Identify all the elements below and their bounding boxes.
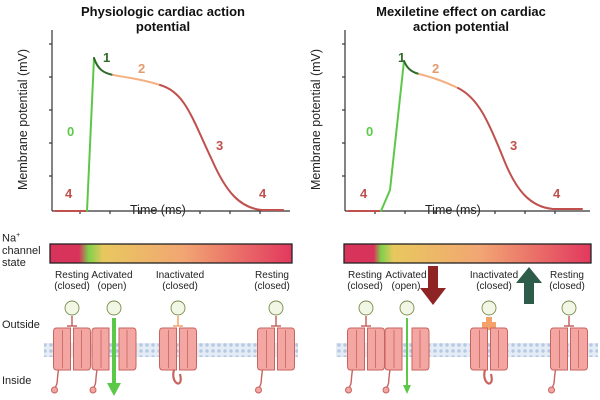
na-ion-label: Na+	[401, 305, 413, 314]
inside-label: Inside	[2, 375, 32, 387]
left-na-state-bar	[49, 243, 293, 264]
left-title-line1: Physiologic cardiac action	[81, 4, 245, 19]
right-phase-4b: 4	[553, 186, 561, 201]
left-axes	[49, 30, 290, 214]
left-state-inactivated: Inactivated(closed)	[155, 270, 205, 292]
left-action-potential-curve	[54, 57, 284, 212]
left-state-resting-2: Resting(closed)	[254, 270, 290, 292]
sodium-channel-icon	[255, 327, 295, 394]
right-action-potential-curve	[347, 60, 583, 212]
left-state-resting-1: Resting(closed)	[54, 270, 90, 292]
sodium-channels	[51, 327, 588, 394]
right-state-resting-2: Resting(closed)	[549, 270, 585, 292]
sodium-channel-icon	[548, 327, 588, 394]
na-ion-icons	[64, 300, 577, 316]
gate-blockers	[67, 316, 574, 327]
left-panel-title: Physiologic cardiac action potential	[52, 4, 274, 34]
mexiletine-bound-drug	[482, 322, 496, 330]
sodium-channel-icon	[89, 327, 137, 394]
right-state-activated: Activated(open)	[385, 270, 427, 292]
na-ion-label: Na+	[172, 305, 184, 314]
right-na-state-bar	[343, 243, 592, 264]
left-x-axis-label: Time (ms)	[130, 203, 186, 217]
right-phase-0: 0	[366, 124, 374, 139]
sodium-channel-icon	[51, 327, 91, 394]
right-panel-title: Mexiletine effect on cardiac action pote…	[350, 4, 572, 34]
na-ion-label: Na+	[108, 305, 120, 314]
na-ion-label: Na+	[360, 305, 372, 314]
na-ion-label: Na+	[270, 305, 282, 314]
right-title-line1: Mexiletine effect on cardiac	[376, 4, 546, 19]
na-ion-label: Na+	[483, 305, 495, 314]
right-phase-2: 2	[432, 61, 440, 76]
right-state-resting-1: Resting(closed)	[347, 270, 383, 292]
right-y-axis-label: Membrane potential (mV)	[309, 48, 323, 190]
na-ion-label: Na+	[563, 305, 575, 314]
sodium-channel-icon	[382, 327, 430, 394]
left-phase-2: 2	[138, 61, 146, 76]
left-phase-3: 3	[216, 138, 224, 153]
left-y-axis-label: Membrane potential (mV)	[16, 48, 30, 190]
na-ion-label: Na+	[66, 305, 78, 314]
left-phase-4b: 4	[259, 186, 267, 201]
sodium-channel-icon	[345, 327, 385, 394]
sodium-channel-icon	[470, 327, 508, 385]
left-phase-0: 0	[67, 124, 75, 139]
right-membrane	[336, 343, 598, 357]
left-phase-1: 1	[103, 50, 111, 65]
outside-label: Outside	[2, 319, 40, 331]
right-title-line2: action potential	[412, 19, 510, 34]
na-channel-state-label: Na+ channel state	[2, 232, 41, 269]
right-x-axis-label: Time (ms)	[425, 203, 481, 217]
right-phase-4a: 4	[360, 186, 368, 201]
left-title-line2: potential	[135, 19, 191, 34]
right-state-inactivated: Inactivated(closed)	[469, 270, 519, 292]
left-membrane	[44, 343, 298, 357]
sodium-channel-icon	[159, 327, 197, 385]
sodium-influx-arrows	[107, 318, 411, 396]
right-phase-3: 3	[510, 138, 518, 153]
left-state-activated: Activated(open)	[91, 270, 133, 292]
right-phase-1: 1	[398, 50, 406, 65]
left-phase-4a: 4	[65, 186, 73, 201]
